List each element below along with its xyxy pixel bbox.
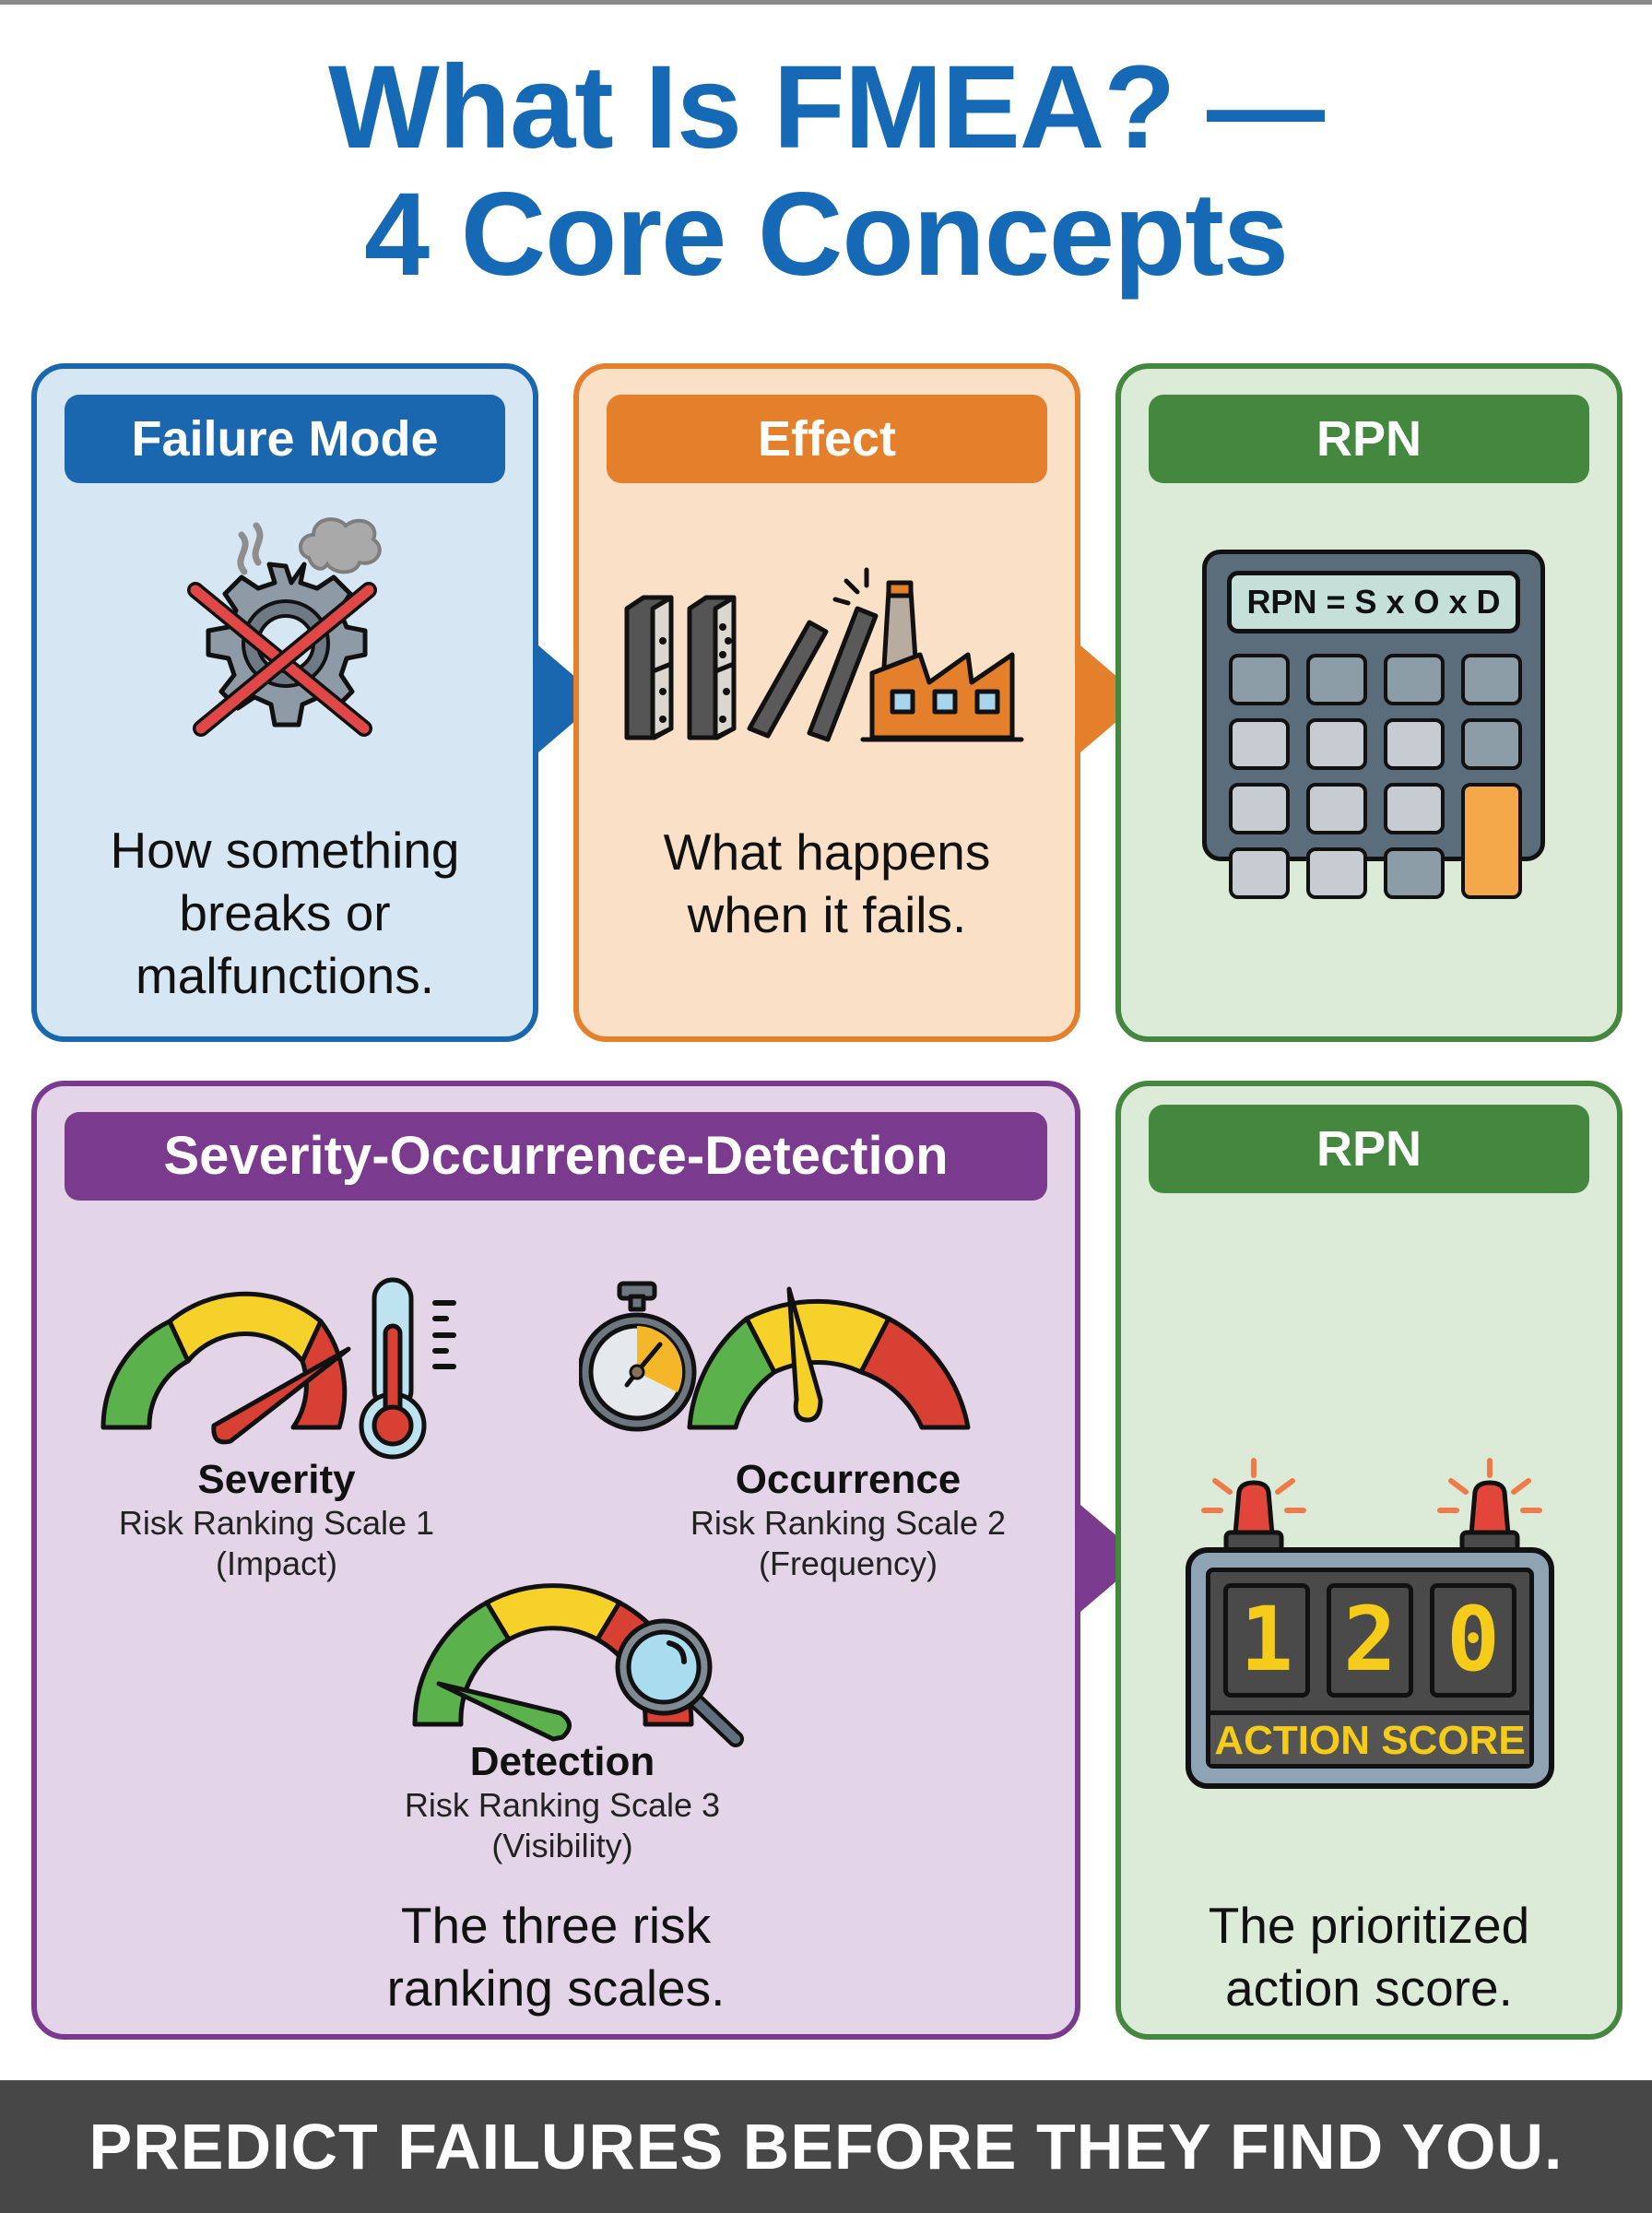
top-border	[0, 0, 1652, 5]
calculator-key	[1306, 718, 1367, 770]
scale-name: Severity	[197, 1457, 356, 1502]
scale-name: Detection	[469, 1739, 655, 1784]
calculator-key	[1229, 847, 1290, 899]
card-sod: Severity-Occurrence-Detection Severity R…	[31, 1081, 1080, 2040]
severity-label: Severity Risk Ranking Scale 1 (Impact)	[74, 1457, 479, 1584]
description-line: The prioritized	[1208, 1897, 1530, 1954]
calculator-key	[1461, 718, 1522, 770]
scale-name: Occurrence	[735, 1457, 962, 1502]
calculator-key	[1306, 783, 1367, 834]
card-description-rpn-score: The prioritized action score.	[1121, 1894, 1617, 2019]
description-line: The three risk	[400, 1897, 712, 1954]
broken-gear-icon	[187, 517, 382, 737]
score-digit: 1	[1223, 1583, 1310, 1698]
scale-line: Risk Ranking Scale 1	[118, 1504, 435, 1542]
description-line: malfunctions.	[135, 947, 435, 1004]
scale-line: (Frequency)	[758, 1544, 938, 1582]
card-failure-mode: Failure Mode How something breaks or mal…	[31, 363, 538, 1042]
card-description-effect: What happens when it fails.	[579, 821, 1075, 946]
calculator-display: RPN = S x O x D	[1227, 571, 1520, 633]
gauge-thermometer-icon	[100, 1277, 456, 1460]
card-description-failure-mode: How something breaks or malfunctions.	[37, 819, 533, 1007]
card-header-rpn-score: RPN	[1149, 1105, 1589, 1193]
description-line: ranking scales.	[386, 1959, 726, 2017]
card-rpn-score: RPN 1 2 0 ACTION SCORE The prioritized a…	[1115, 1081, 1622, 2040]
footer-tagline: PREDICT FAILURES BEFORE THEY FIND YOU.	[0, 2080, 1652, 2213]
calculator-key-equals	[1461, 783, 1522, 899]
scoreboard-icon: 1 2 0 ACTION SCORE	[1186, 1547, 1554, 1789]
card-header-rpn: RPN	[1149, 395, 1589, 483]
calculator-key	[1384, 654, 1445, 705]
title-line-1: What Is FMEA? —	[327, 41, 1325, 173]
score-digit: 0	[1430, 1583, 1516, 1698]
scale-line: (Visibility)	[491, 1827, 633, 1864]
gauge-magnifier-icon	[412, 1583, 744, 1747]
calculator-key	[1384, 718, 1445, 770]
score-label: ACTION SCORE	[1210, 1710, 1529, 1764]
scale-line: (Impact)	[215, 1544, 337, 1582]
detection-label: Detection Risk Ranking Scale 3 (Visibili…	[360, 1739, 765, 1866]
description-line: when it fails.	[687, 886, 967, 943]
page-title: What Is FMEA? — 4 Core Concepts	[0, 44, 1652, 299]
description-line: action score.	[1225, 1959, 1513, 2017]
description-line: How something	[110, 822, 460, 879]
calculator-key	[1461, 654, 1522, 705]
calculator-key	[1229, 654, 1290, 705]
occurrence-label: Occurrence Risk Ranking Scale 2 (Frequen…	[645, 1457, 1051, 1584]
calculator-key	[1229, 783, 1290, 834]
calculator-key	[1384, 783, 1445, 834]
scale-line: Risk Ranking Scale 2	[690, 1504, 1007, 1542]
gauge-stopwatch-icon	[579, 1281, 971, 1432]
card-header-sod: Severity-Occurrence-Detection	[65, 1112, 1047, 1201]
description-line: breaks or	[179, 884, 391, 941]
card-rpn-formula: RPN RPN = S x O x D	[1115, 363, 1622, 1042]
card-description-sod: The three risk ranking scales.	[37, 1894, 1075, 2019]
card-header-failure-mode: Failure Mode	[65, 395, 505, 483]
calculator-icon: RPN = S x O x D	[1202, 550, 1545, 899]
card-effect: Effect What happens when it fails.	[573, 363, 1080, 1042]
siren-lights-icon	[1201, 1458, 1542, 1554]
title-line-2: 4 Core Concepts	[363, 169, 1289, 301]
calculator-key	[1229, 718, 1290, 770]
score-digit: 2	[1327, 1583, 1413, 1698]
calculator-key	[1306, 847, 1367, 899]
description-line: What happens	[663, 823, 991, 881]
calculator-key	[1306, 654, 1367, 705]
scale-line: Risk Ranking Scale 3	[404, 1786, 721, 1824]
card-header-effect: Effect	[607, 395, 1047, 483]
calculator-key	[1384, 847, 1445, 899]
domino-factory-icon	[624, 567, 1024, 742]
